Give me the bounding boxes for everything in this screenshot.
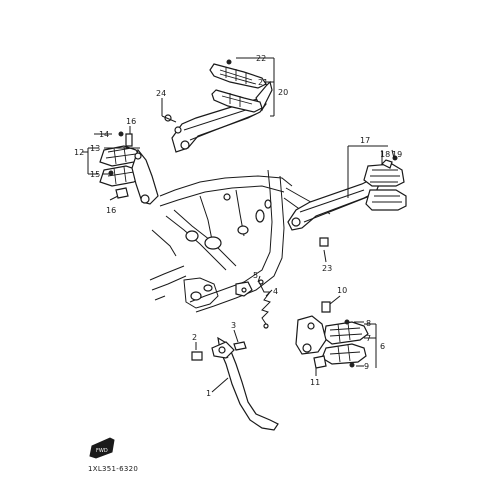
rear-footrest-bracket-assy xyxy=(161,59,273,153)
callout-22: 22 xyxy=(256,54,266,63)
callout-21: 21 xyxy=(258,78,268,87)
callout-leaders xyxy=(82,57,395,393)
callout-7: 7 xyxy=(366,334,371,343)
callout-3: 3 xyxy=(231,321,236,330)
front-left-footrest-assy xyxy=(99,131,159,205)
catalog-code: 1XL351-6320 xyxy=(88,465,138,473)
sidestand-assy xyxy=(191,279,279,431)
frame-section xyxy=(149,169,331,313)
callout-14: 14 xyxy=(99,130,109,139)
callout-6: 6 xyxy=(380,342,385,351)
fwd-label: FWD xyxy=(96,448,108,454)
callout-13: 13 xyxy=(90,144,100,153)
rear-left-footrest-assy xyxy=(295,301,369,369)
callout-19: 19 xyxy=(392,150,402,159)
callout-16-bottom: 16 xyxy=(106,206,116,215)
callout-12: 12 xyxy=(74,148,84,157)
callout-labels: 22 21 20 24 16 14 13 12 15 16 17 18 19 2… xyxy=(74,54,402,398)
callout-15: 15 xyxy=(90,170,100,179)
callout-1: 1 xyxy=(206,389,211,398)
callout-24: 24 xyxy=(156,89,166,98)
front-direction-badge: FWD xyxy=(89,437,115,459)
callout-4: 4 xyxy=(273,287,278,296)
right-footrest-bracket-assy xyxy=(287,155,407,247)
callout-2: 2 xyxy=(192,333,197,342)
callout-8: 8 xyxy=(366,319,371,328)
callout-20: 20 xyxy=(278,88,288,97)
callout-17: 17 xyxy=(360,136,370,145)
callout-18: 18 xyxy=(380,150,390,159)
callout-10: 10 xyxy=(337,286,347,295)
callout-5: 5 xyxy=(253,271,258,280)
callout-23: 23 xyxy=(322,264,332,273)
callout-11: 11 xyxy=(310,378,320,387)
callout-16-top: 16 xyxy=(126,117,136,126)
footpeg-lower xyxy=(211,89,263,113)
callout-9: 9 xyxy=(364,362,369,371)
